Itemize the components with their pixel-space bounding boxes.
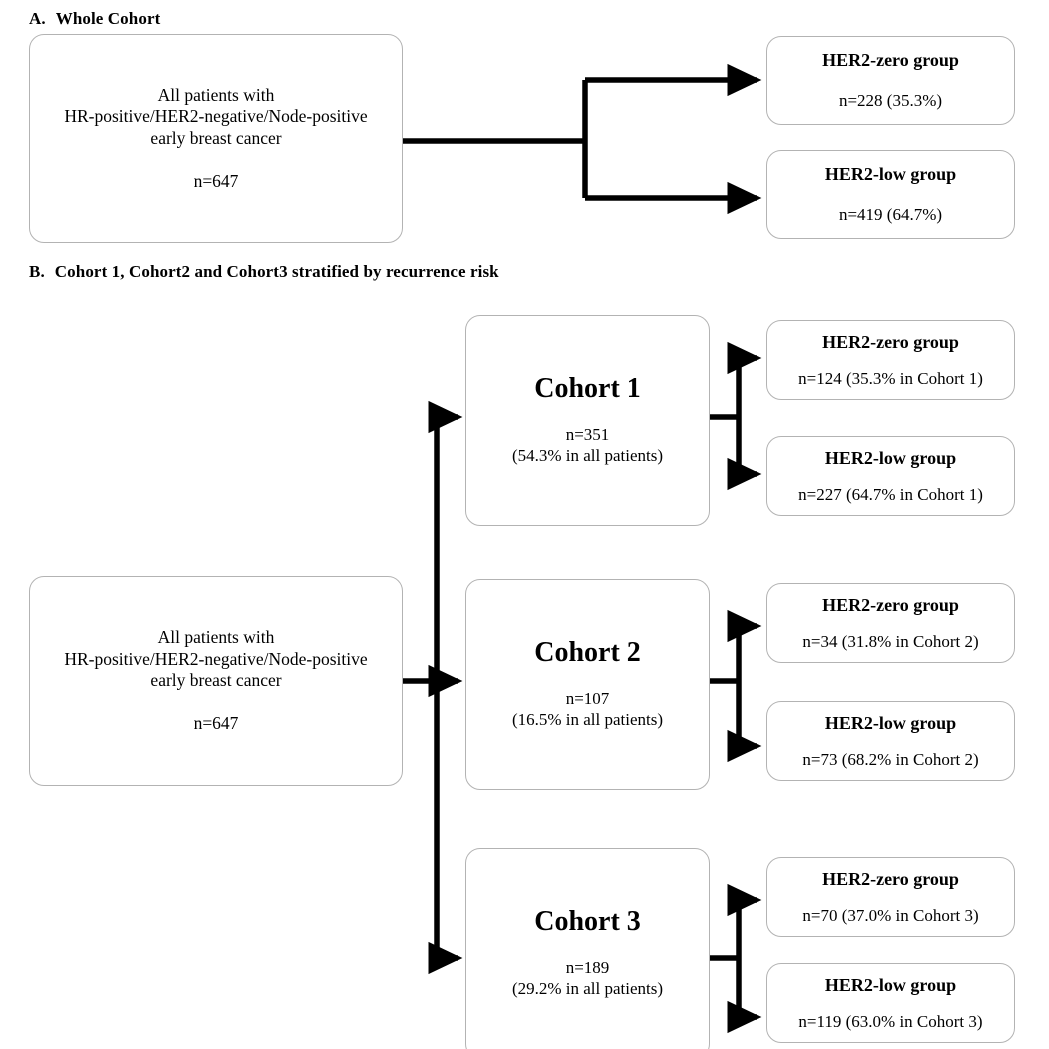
cohort-1-box[interactable]: Cohort 1 n=351 (54.3% in all patients) <box>465 315 710 526</box>
group-value: n=34 (31.8% in Cohort 2) <box>802 631 979 651</box>
group-title: HER2-low group <box>824 712 957 733</box>
root-line-2: HR-positive/HER2-negative/Node-positive <box>64 106 368 127</box>
group-title: HER2-low group <box>824 447 957 468</box>
cohort-name: Cohort 1 <box>534 373 641 405</box>
connector-panel-b-trunk <box>403 400 463 975</box>
panel-a-root-box[interactable]: All patients with HR-positive/HER2-negat… <box>29 34 403 243</box>
cohort-share: (29.2% in all patients) <box>511 978 664 998</box>
root-count: n=647 <box>193 170 239 191</box>
connector-cohort-1-split <box>710 341 762 491</box>
root-line-1: All patients with <box>157 627 275 648</box>
cohort-count: n=107 <box>565 689 610 709</box>
cohort-3-her2-low-box[interactable]: HER2-low group n=119 (63.0% in Cohort 3) <box>766 963 1015 1043</box>
panel-b-letter: B. <box>29 262 45 281</box>
cohort-share: (54.3% in all patients) <box>511 445 664 465</box>
panel-a-letter: A. <box>29 9 46 28</box>
panel-a-title-text: Whole Cohort <box>55 9 161 28</box>
panel-b-title-text: Cohort 1, Cohort2 and Cohort3 stratified… <box>54 262 499 281</box>
root-line-1: All patients with <box>157 84 275 105</box>
cohort-2-her2-zero-box[interactable]: HER2-zero group n=34 (31.8% in Cohort 2) <box>766 583 1015 663</box>
cohort-count: n=351 <box>565 425 610 445</box>
group-value: n=124 (35.3% in Cohort 1) <box>798 368 983 388</box>
cohort-1-her2-low-box[interactable]: HER2-low group n=227 (64.7% in Cohort 1) <box>766 436 1015 516</box>
group-title: HER2-zero group <box>822 594 959 615</box>
cohort-3-box[interactable]: Cohort 3 n=189 (29.2% in all patients) <box>465 848 710 1049</box>
group-title: HER2-low group <box>824 974 957 995</box>
group-value: n=119 (63.0% in Cohort 3) <box>798 1011 983 1031</box>
panel-a-her2-zero-box[interactable]: HER2-zero group n=228 (35.3%) <box>766 36 1015 125</box>
root-line-2: HR-positive/HER2-negative/Node-positive <box>64 648 368 669</box>
panel-b-title: B. Cohort 1, Cohort2 and Cohort3 stratifi… <box>29 262 499 282</box>
cohort-share: (16.5% in all patients) <box>511 709 664 729</box>
connector-cohort-2-split <box>710 609 762 763</box>
root-line-3: early breast cancer <box>150 670 282 690</box>
group-title: HER2-zero group <box>822 331 959 352</box>
group-title: HER2-zero group <box>822 50 959 71</box>
connector-panel-a <box>403 63 762 215</box>
panel-a-title: A. Whole Cohort <box>29 9 160 29</box>
cohort-2-her2-low-box[interactable]: HER2-low group n=73 (68.2% in Cohort 2) <box>766 701 1015 781</box>
group-title: HER2-low group <box>824 164 957 185</box>
cohort-name: Cohort 3 <box>534 906 641 938</box>
group-value: n=227 (64.7% in Cohort 1) <box>798 484 983 504</box>
panel-a-her2-low-box[interactable]: HER2-low group n=419 (64.7%) <box>766 150 1015 239</box>
cohort-3-her2-zero-box[interactable]: HER2-zero group n=70 (37.0% in Cohort 3) <box>766 857 1015 937</box>
group-value: n=70 (37.0% in Cohort 3) <box>802 905 979 925</box>
connector-cohort-3-split <box>710 883 762 1034</box>
root-line-3: early breast cancer <box>150 127 282 148</box>
panel-b-root-box[interactable]: All patients with HR-positive/HER2-negat… <box>29 576 403 786</box>
group-value: n=419 (64.7%) <box>838 205 943 225</box>
group-title: HER2-zero group <box>822 868 959 889</box>
group-value: n=73 (68.2% in Cohort 2) <box>802 749 979 769</box>
group-value: n=228 (35.3%) <box>838 91 943 111</box>
cohort-2-box[interactable]: Cohort 2 n=107 (16.5% in all patients) <box>465 579 710 790</box>
cohort-name: Cohort 2 <box>534 637 641 669</box>
cohort-1-her2-zero-box[interactable]: HER2-zero group n=124 (35.3% in Cohort 1… <box>766 320 1015 400</box>
root-count: n=647 <box>193 713 239 734</box>
cohort-count: n=189 <box>565 958 610 978</box>
